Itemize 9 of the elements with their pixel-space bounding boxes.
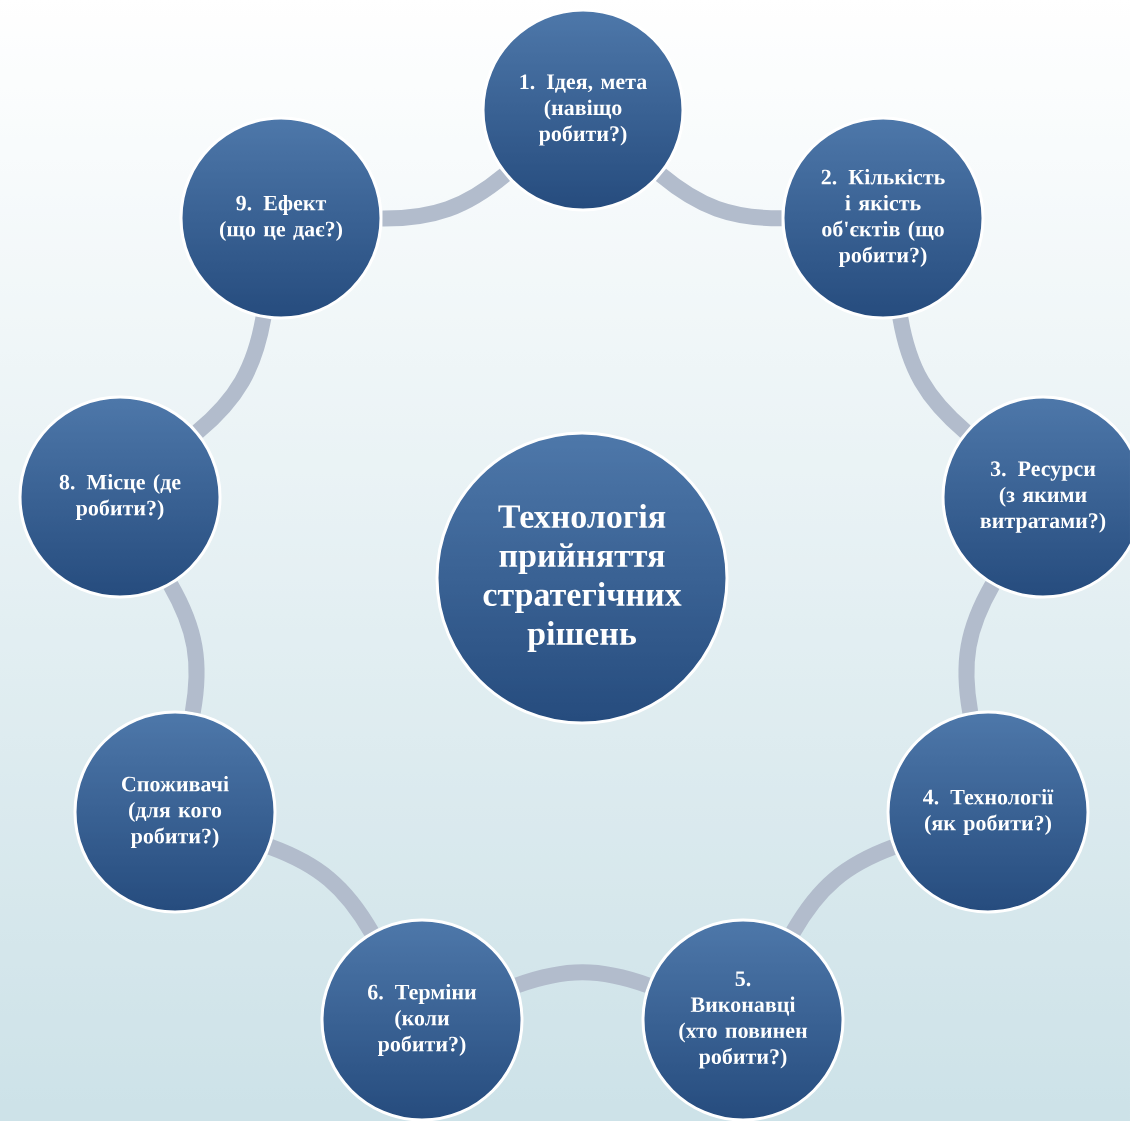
ring-segment (267, 839, 379, 937)
ring-segment (514, 964, 651, 993)
ring-segment (958, 581, 1000, 714)
ring-segment (786, 839, 896, 936)
ring-segment (163, 581, 205, 714)
ring-segment (892, 316, 971, 438)
ring-segment (192, 316, 272, 438)
ring-segment (382, 168, 510, 227)
ring-segment (655, 168, 782, 227)
